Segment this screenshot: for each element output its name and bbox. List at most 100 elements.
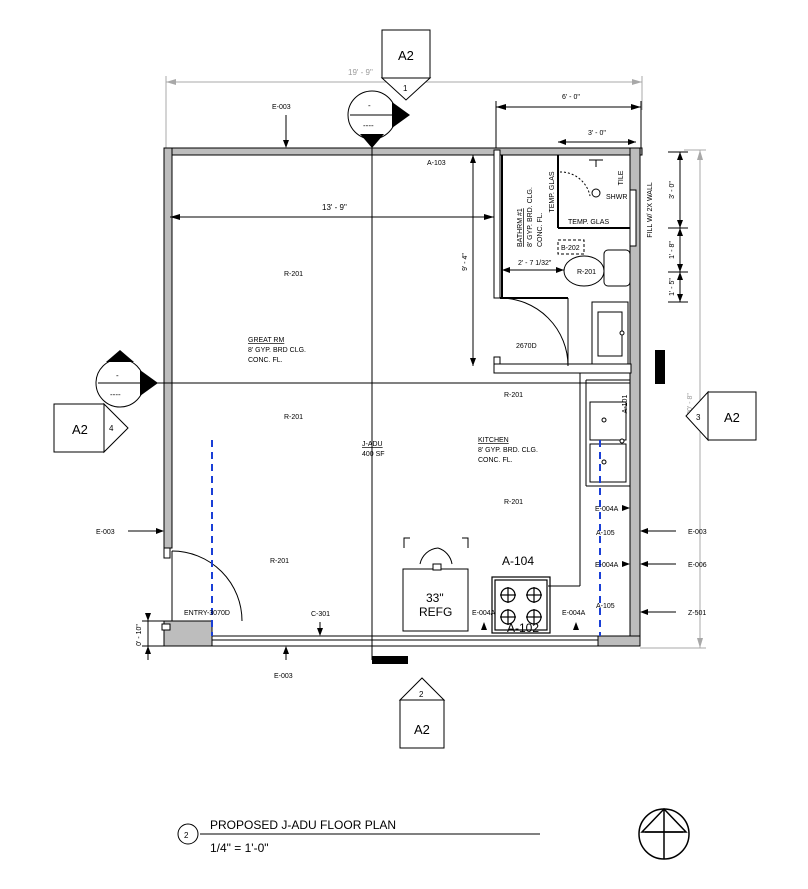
door-entry-label: ENTRY-3070D [184, 610, 230, 617]
bathroom-walls [493, 149, 637, 374]
tag-a102: A-102 [507, 621, 539, 635]
great-room-width-dimension [170, 214, 494, 220]
entry-step-marker [161, 623, 171, 631]
section-marker-top [380, 29, 432, 101]
section-top-sheet: A2 [398, 48, 414, 63]
jadu-area: 400 SF [362, 451, 385, 458]
refrigerator [402, 537, 469, 632]
tag-e004a-bottom-1: E-004A [472, 610, 496, 617]
tag-e003-left: E-003 [96, 529, 115, 536]
plan-title: PROPOSED J-ADU FLOOR PLAN [210, 818, 396, 832]
section-left-sheet: A2 [72, 422, 88, 437]
section-bottom-sheet: A2 [414, 722, 430, 737]
toilet-offset-label: 2' - 7 1/32" [518, 260, 552, 267]
shower-fixture [559, 159, 603, 198]
overall-depth-dimension [640, 149, 706, 649]
refg-size: 33" [426, 591, 444, 605]
refg-label: REFG [419, 605, 452, 619]
tile-label: TILE [618, 170, 625, 185]
door-2670d-label: 2670D [516, 343, 537, 350]
exterior-walls [163, 147, 643, 647]
shower-depth-label: 3' - 0" [669, 181, 676, 199]
tag-r201-bath: R-201 [577, 269, 596, 276]
shower-label: SHWR [606, 194, 627, 201]
title-block [177, 823, 540, 845]
fill-wall-label: FILL W/ 2X WALL [647, 182, 654, 238]
bathroom-name: BATHRM #1 [517, 208, 524, 247]
section-bar-right [655, 350, 665, 384]
title-view-number: 2 [184, 831, 189, 840]
elevation-top-lower: ---- [363, 121, 374, 130]
tag-r201-5: R-201 [270, 558, 289, 565]
section-right-number: 3 [696, 413, 701, 422]
great-room-width-label: 13' - 9" [322, 203, 347, 212]
segment-1-8-label: 1' - 8" [669, 241, 676, 259]
bath-width-label: 6' - 0" [562, 94, 580, 101]
jadu-name: J-ADU [362, 441, 383, 448]
great-room-floor: CONC. FL. [248, 357, 283, 364]
temp-glass-vertical: TEMP. GLAS [549, 171, 556, 212]
overall-depth-label: 20' - 8" [687, 393, 694, 415]
plan-scale: 1/4" = 1'-0" [210, 841, 269, 855]
tag-r201-3: R-201 [504, 392, 523, 399]
bath-depth-label: 9' - 4" [462, 253, 469, 271]
tag-r201-4: R-201 [504, 499, 523, 506]
shower-width-label: 3' - 0" [588, 130, 606, 137]
elevation-left-lower: ---- [110, 390, 121, 399]
bathroom-ceiling: 8' GYP. BRD. CLG. [527, 187, 534, 247]
tag-a103: A-103 [427, 160, 446, 167]
kitchen-floor: CONC. FL. [478, 457, 513, 464]
segment-1-5-label: 1' - 5" [669, 278, 676, 296]
tag-e003-bottom: E-003 [274, 673, 293, 680]
tag-z501: Z-501 [688, 610, 706, 617]
tag-e004a-bottom-2: E-004A [562, 610, 586, 617]
tag-e006: E-006 [688, 562, 707, 569]
section-bar-bottom [372, 656, 408, 664]
tag-e003-top: E-003 [272, 104, 291, 111]
toilet [563, 249, 631, 287]
tag-b202: B-202 [561, 245, 580, 252]
bathroom-floor: CONC. FL. [537, 212, 544, 247]
tag-r201-2: R-201 [284, 414, 303, 421]
tag-e004a-right-1: E-004A [595, 506, 619, 513]
section-bottom-number: 2 [419, 690, 424, 699]
great-room-ceiling: 8' GYP. BRD CLG. [248, 347, 306, 354]
great-room-name: GREAT RM [248, 337, 284, 344]
tag-a105-2: A-105 [596, 603, 615, 610]
overall-width-label: 19' - 9" [348, 68, 373, 77]
shower-width-dimension [558, 139, 636, 145]
elevation-top-upper: - [368, 101, 371, 110]
elevation-marker-top [347, 90, 410, 148]
section-right-sheet: A2 [724, 410, 740, 425]
bath-vanity [591, 301, 629, 365]
kitchen-ceiling: 8' GYP. BRD. CLG. [478, 447, 538, 454]
section-marker-bottom [398, 677, 446, 749]
section-top-number: 1 [403, 84, 408, 93]
bath-depth-dimension [470, 155, 476, 366]
section-marker-left [53, 402, 129, 454]
right-chain-dimension [668, 151, 688, 303]
elevation-marker-left [95, 350, 158, 408]
entry-step-label: 0' - 10" [136, 624, 143, 646]
section-left-number: 4 [109, 424, 114, 433]
b202-tag-frame [557, 239, 585, 255]
tag-a105-1: A-105 [596, 530, 615, 537]
range-stove [491, 576, 551, 634]
tag-e004a-right-2: E-004A [595, 562, 619, 569]
section-marker-right [685, 390, 757, 442]
kitchen-name: KITCHEN [478, 437, 509, 444]
toilet-offset-dimension [502, 267, 564, 273]
temp-glass-horizontal: TEMP. GLAS [568, 219, 609, 226]
kitchen-sink [589, 401, 627, 483]
north-arrow-icon [638, 807, 690, 860]
bath-width-dimension [495, 101, 642, 150]
tag-r201-1: R-201 [284, 271, 303, 278]
tag-a104: A-104 [502, 554, 534, 568]
elevation-left-upper: - [116, 371, 119, 380]
tag-a101: A-101 [622, 395, 629, 414]
tag-c301: C-301 [311, 611, 330, 618]
bath-door [499, 297, 569, 367]
entry-step-dimension [142, 613, 164, 660]
entry-door [171, 550, 243, 622]
